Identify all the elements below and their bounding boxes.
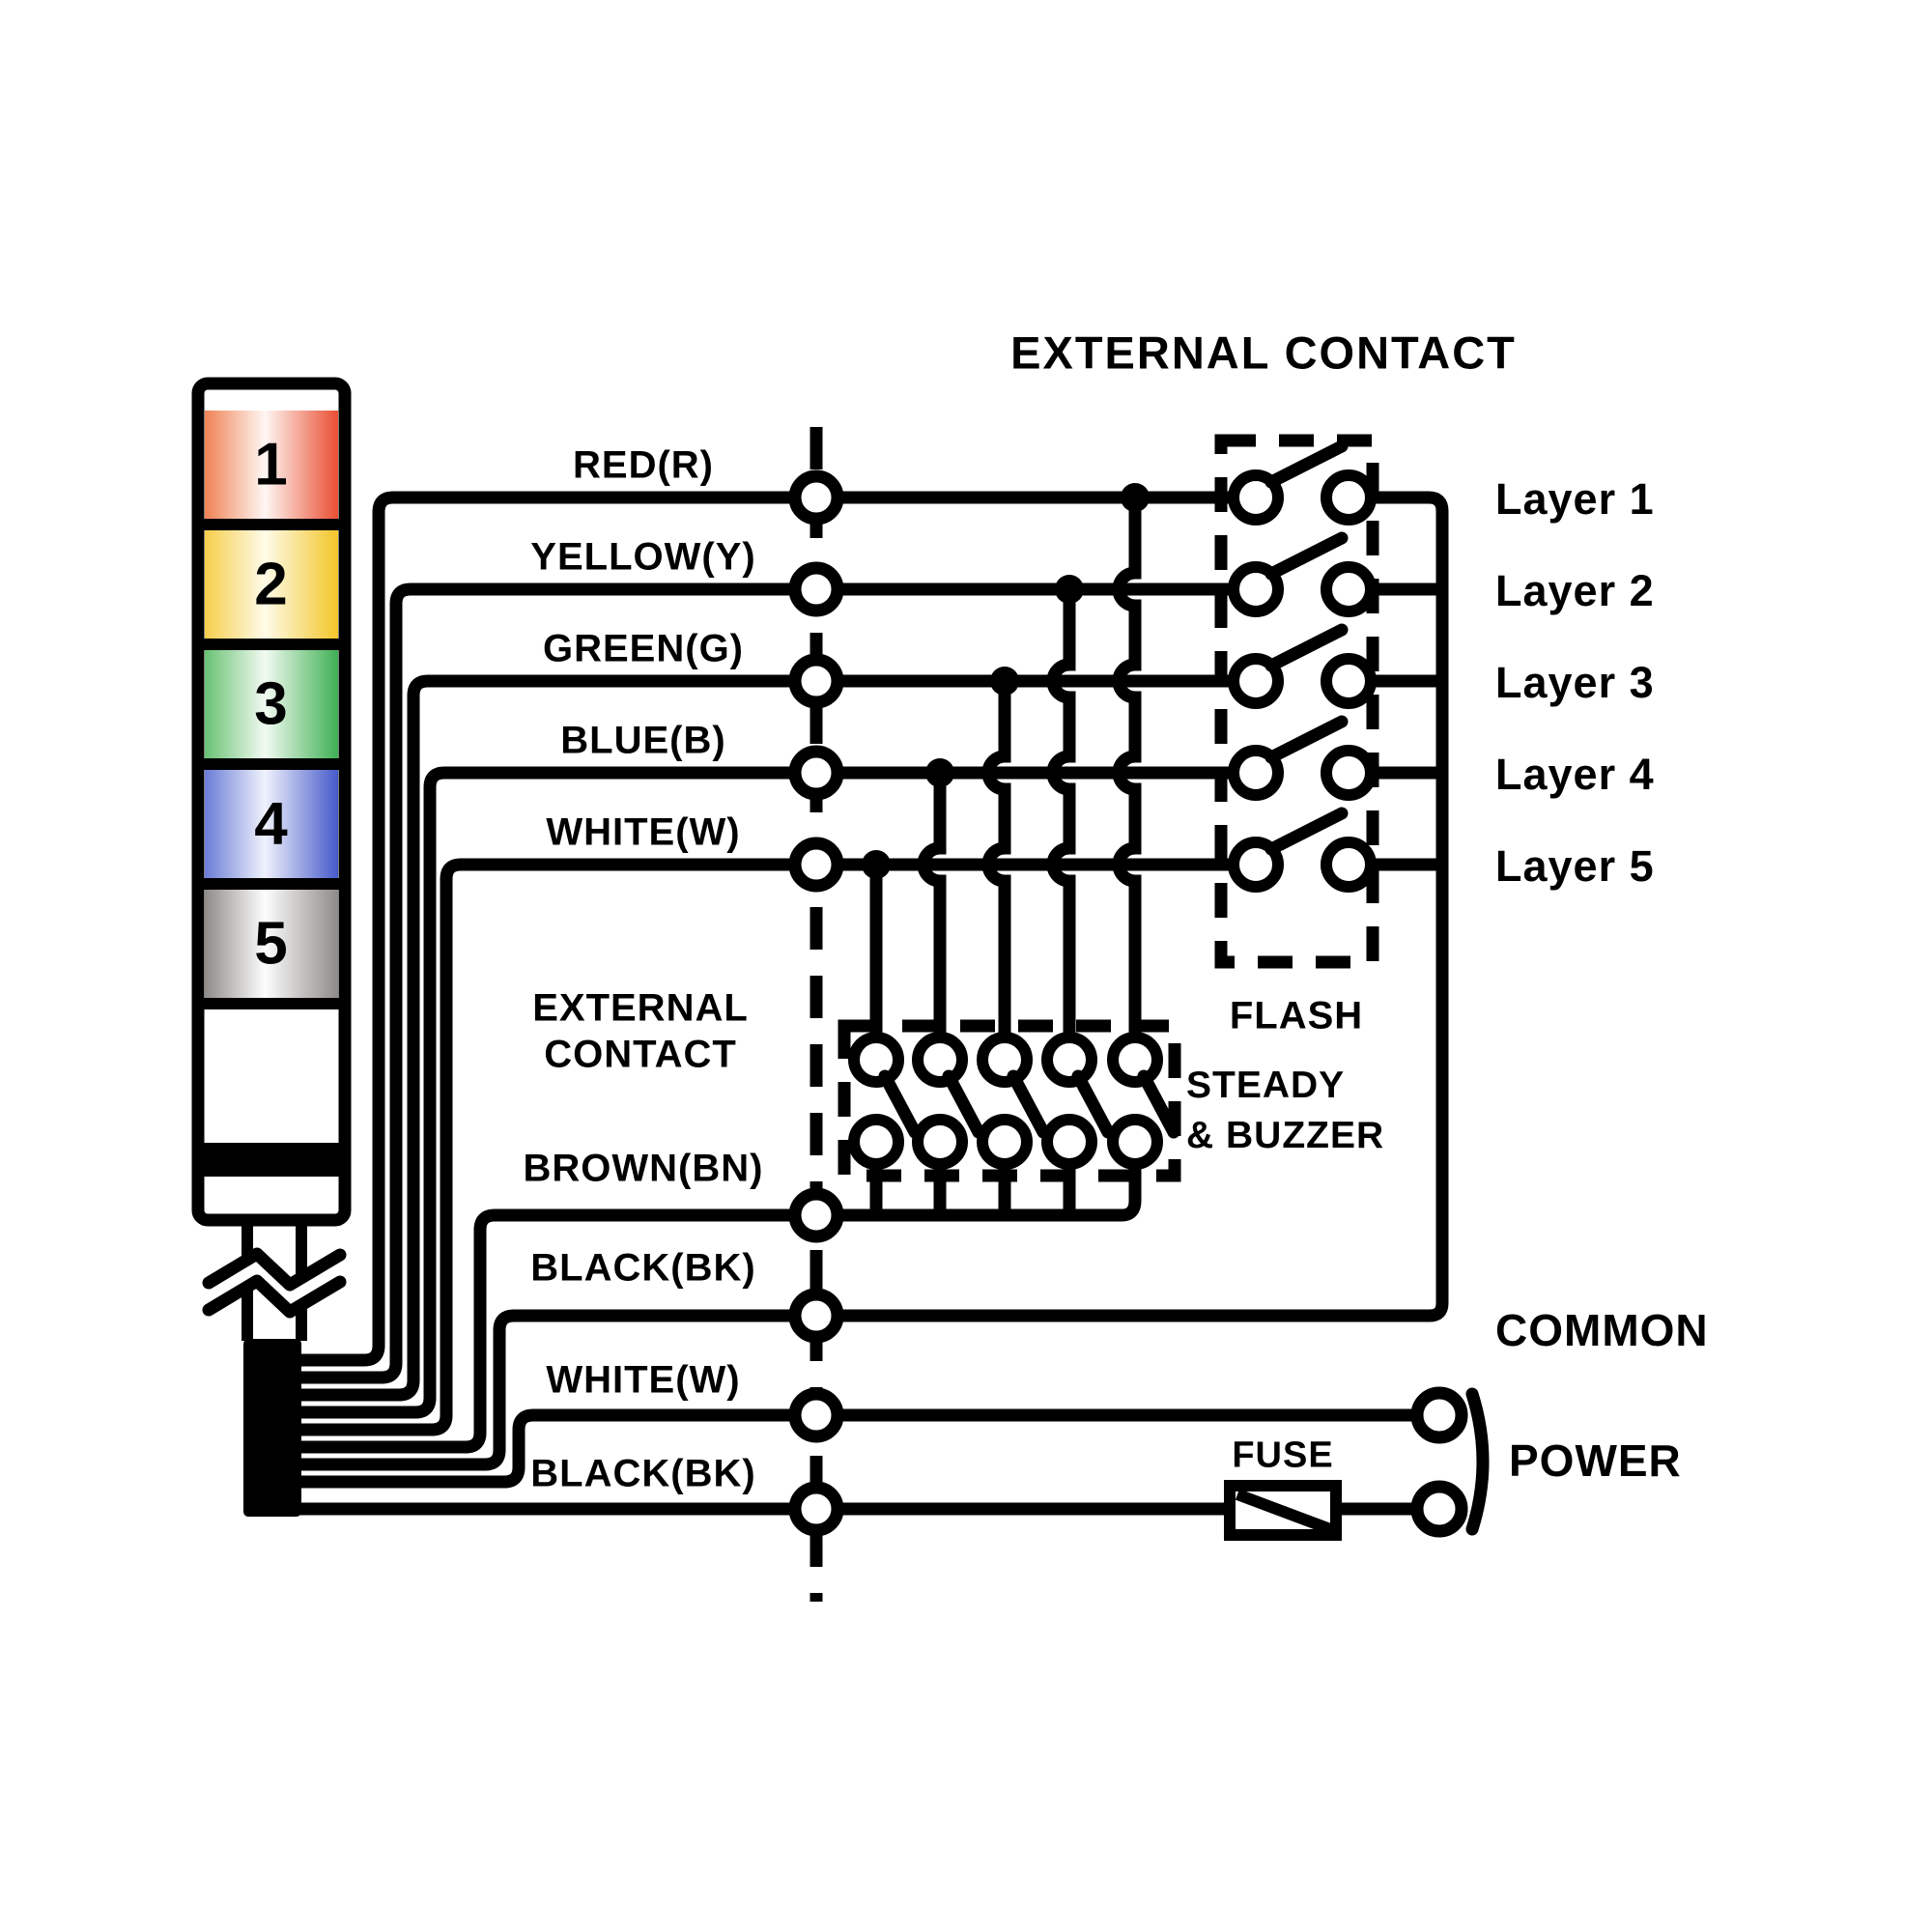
wire-yellow-path (292, 582, 1234, 1384)
power-terminal-black (1410, 1480, 1468, 1538)
fuse-symbol (1224, 1480, 1342, 1541)
terminal-yellow (788, 561, 844, 617)
wire-label-black-power: BLACK(BK) (530, 1452, 756, 1495)
red-branch-drop (1112, 497, 1142, 1037)
flash-switch-blades (1264, 440, 1349, 856)
junction-dots (862, 483, 1150, 879)
tower-base-band (198, 1143, 345, 1177)
layer-3-label: Layer 3 (1495, 658, 1655, 707)
terminal-white-power (788, 1387, 844, 1443)
wire-label-red: RED(R) (573, 443, 714, 487)
wire-label-brown: BROWN(BN) (523, 1147, 764, 1190)
power-terminals (1410, 1386, 1468, 1538)
terminal-black-power (788, 1481, 844, 1537)
blue-branch-drop (917, 773, 947, 1037)
wire-green-path (292, 674, 1234, 1402)
wire-runs (292, 491, 1449, 1516)
yellow-branch-drop (1046, 589, 1076, 1037)
layer-bus (1371, 491, 1449, 1322)
cable-break-gap (192, 1251, 356, 1315)
tower-segment-4 (205, 770, 338, 878)
flash-switches (1228, 469, 1377, 893)
wire-label-white-power: WHITE(W) (546, 1358, 741, 1402)
terminal-black-common (788, 1288, 844, 1344)
wire-label-blue: BLUE(B) (560, 719, 726, 762)
segment-1-number: 1 (254, 431, 289, 498)
external-contact-caption-line1: EXTERNAL (532, 986, 749, 1030)
wire-blue-path (292, 766, 1234, 1419)
power-bracket (1465, 1387, 1490, 1536)
segment-3-number: 3 (254, 670, 289, 738)
tower-segment-dividers (201, 519, 342, 1009)
wire-label-white: WHITE(W) (546, 810, 741, 854)
terminal-blue (788, 745, 844, 801)
external-contact-caption-line2: CONTACT (544, 1033, 737, 1076)
wire-white-power-path (292, 1408, 1418, 1489)
diagram-title: EXTERNAL CONTACT (1010, 327, 1517, 379)
segment-4-number: 4 (254, 790, 289, 858)
layer-4-label: Layer 4 (1495, 750, 1655, 799)
tower-segment-3 (205, 650, 338, 758)
terminal-green (788, 653, 844, 709)
layer-2-label: Layer 2 (1495, 566, 1655, 615)
cable-break-icon (202, 1247, 347, 1319)
power-label: POWER (1509, 1435, 1682, 1486)
terminal-brown (788, 1187, 844, 1243)
wire-label-yellow: YELLOW(Y) (530, 535, 756, 579)
flash-label: FLASH (1229, 994, 1364, 1037)
steady-switches (848, 1032, 1163, 1170)
common-label: COMMON (1495, 1305, 1709, 1355)
terminal-circles (788, 469, 844, 1537)
cable-trunk (243, 1339, 301, 1517)
branch-drops (869, 497, 1142, 1037)
power-terminal-white (1410, 1386, 1468, 1444)
terminal-white (788, 837, 844, 893)
signal-tower (191, 377, 356, 1517)
segment-2-number: 2 (254, 551, 289, 618)
wire-black-common-path (292, 1309, 1431, 1471)
wire-label-black-common: BLACK(BK) (530, 1246, 756, 1290)
green-branch-drop (981, 681, 1011, 1037)
wire-white-path (292, 858, 1234, 1436)
segment-5-number: 5 (254, 910, 289, 978)
layer-5-label: Layer 5 (1495, 841, 1655, 891)
steady-label-line1: STEADY (1186, 1065, 1346, 1106)
terminal-red (788, 469, 844, 526)
wire-brown-path (292, 1164, 1142, 1454)
steady-switch-blades (878, 1069, 1180, 1139)
wire-label-green: GREEN(G) (543, 627, 744, 670)
tower-segment-5 (205, 890, 338, 998)
tower-segment-2 (205, 530, 338, 639)
wire-red-path (292, 491, 1234, 1367)
steady-label-line2: & BUZZER (1186, 1115, 1385, 1156)
layer-1-label: Layer 1 (1495, 474, 1655, 524)
flash-contact-dashed-box (1214, 434, 1379, 969)
fuse-label: FUSE (1232, 1435, 1334, 1476)
tower-segment-1 (205, 411, 338, 519)
